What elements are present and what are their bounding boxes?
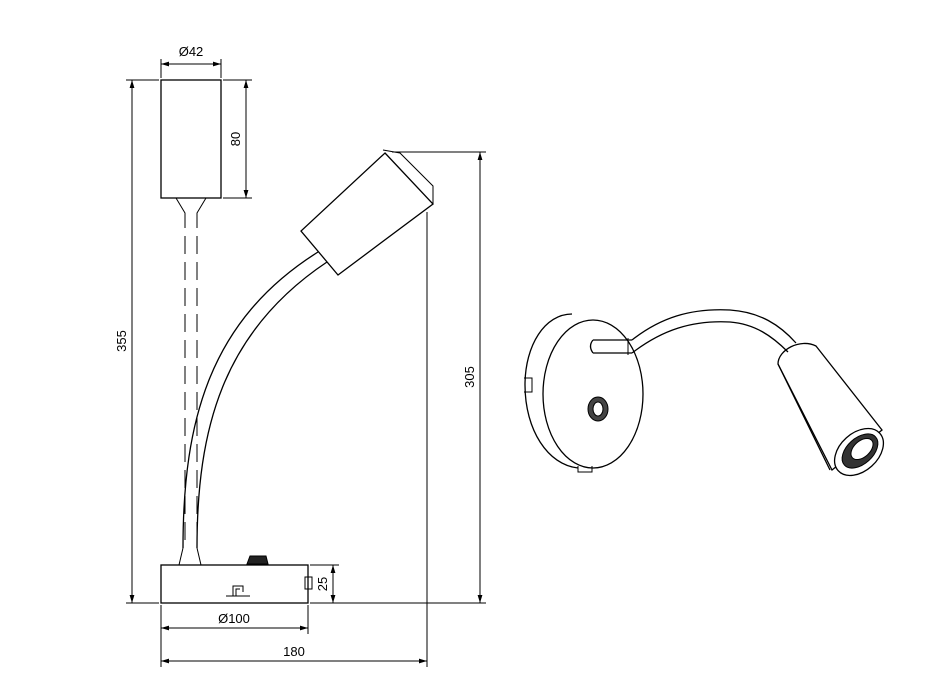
dim-total-height: 355 xyxy=(114,79,159,604)
dim-total-height-label: 355 xyxy=(114,330,129,352)
dim-base-diameter: Ø100 xyxy=(160,605,309,634)
dashed-stem xyxy=(184,236,198,540)
flex-arm xyxy=(196,261,328,549)
dim-total-width-label: 180 xyxy=(283,644,305,659)
dim-shade-height: 80 xyxy=(223,79,252,199)
spot-head xyxy=(777,342,885,477)
shade-neck xyxy=(175,197,207,228)
wall-plate-slot xyxy=(524,377,533,393)
dim-shade-diameter: Ø42 xyxy=(160,44,222,78)
gooseneck xyxy=(631,321,789,354)
base-body xyxy=(160,564,309,604)
wall-plate-tab xyxy=(577,466,593,473)
wall-plate-rim xyxy=(524,313,579,469)
wall-plate-face xyxy=(542,319,644,469)
dim-shade-height-label: 80 xyxy=(228,132,243,146)
dim-base-height: 25 xyxy=(310,564,339,603)
gooseneck xyxy=(631,309,797,344)
angled-shade xyxy=(300,149,434,276)
flex-arm xyxy=(182,251,319,549)
base-side-socket xyxy=(304,576,313,590)
dim-base-height-label: 25 xyxy=(315,577,330,591)
shade-body xyxy=(160,79,222,199)
arm-collar xyxy=(178,547,202,566)
base-slot xyxy=(232,585,244,596)
dim-arm-height: 305 xyxy=(310,151,486,604)
arm-stub xyxy=(589,339,632,354)
perspective-view xyxy=(524,309,885,477)
switch xyxy=(246,555,269,565)
side-view: Ø42 80 355 305 25 xyxy=(114,44,486,667)
dim-shade-diameter-label: Ø42 xyxy=(179,44,204,59)
dim-arm-height-label: 305 xyxy=(462,366,477,388)
dim-base-diameter-label: Ø100 xyxy=(218,611,250,626)
dim-total-width: 180 xyxy=(160,212,428,667)
dimmer-knob xyxy=(587,396,609,422)
